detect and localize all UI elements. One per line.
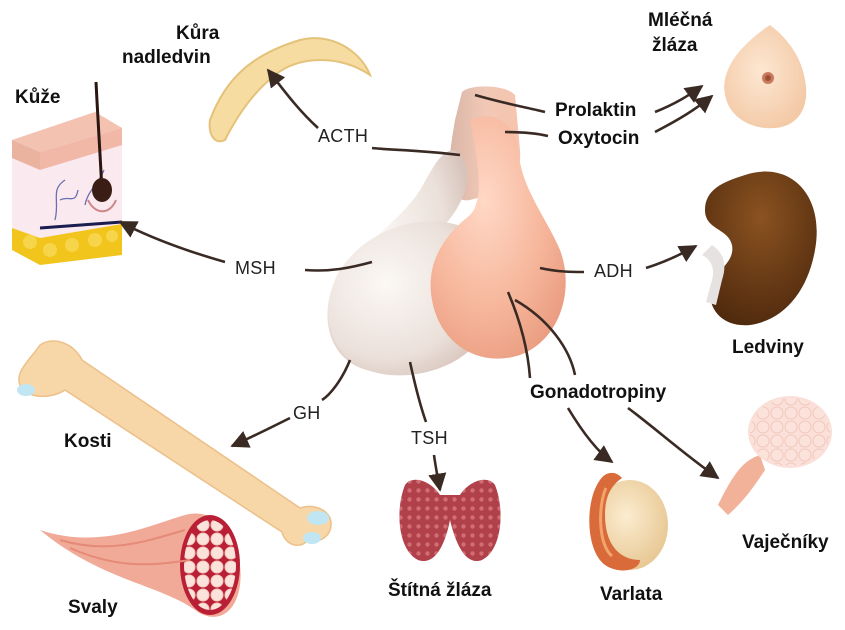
arrow-adh (646, 246, 696, 268)
organ-label-kura-1: Kůra (176, 24, 219, 45)
testis-shape (589, 473, 668, 571)
hormone-label-prolaktin: Prolaktin (555, 101, 636, 122)
organ-label-kosti: Kosti (64, 432, 112, 453)
arrow-msh (120, 222, 225, 262)
hormone-label-oxytocin: Oxytocin (558, 129, 639, 150)
organ-label-mlecna-1: Mléčná (648, 11, 712, 32)
arrow-gh (232, 418, 290, 446)
hormone-label-gonadotropiny: Gonadotropiny (530, 383, 666, 404)
kidney-shape (702, 172, 817, 326)
organ-label-kuze: Kůže (15, 88, 60, 109)
skin-block (12, 82, 122, 265)
arrow-gh-line (322, 360, 350, 400)
organ-label-svaly: Svaly (68, 598, 118, 619)
arrow-vajecniky (628, 408, 718, 478)
arrow-varlata (568, 408, 612, 462)
organ-label-vajecniky: Vaječníky (742, 533, 829, 554)
ovary-shape (718, 396, 832, 515)
hormone-label-gh: GH (293, 404, 321, 424)
thyroid-shape (399, 480, 500, 561)
organ-label-kura-2: nadledvin (122, 48, 211, 69)
organ-label-varlata: Varlata (600, 585, 662, 606)
hormone-label-msh: MSH (235, 259, 276, 279)
hormone-label-acth: ACTH (318, 127, 368, 147)
organ-label-stitna: Štítná žláza (388, 581, 491, 602)
arrow-tsh (434, 455, 440, 490)
hormone-label-tsh: TSH (411, 429, 448, 449)
organ-label-mlecna-2: žláza (652, 36, 697, 57)
breast-shape (724, 25, 806, 128)
organ-label-ledviny: Ledviny (732, 338, 804, 359)
arrow-acth-line (372, 148, 460, 155)
arrow-acth (268, 70, 318, 128)
hormone-label-adh: ADH (594, 262, 633, 282)
arrow-breast-2 (655, 96, 712, 132)
